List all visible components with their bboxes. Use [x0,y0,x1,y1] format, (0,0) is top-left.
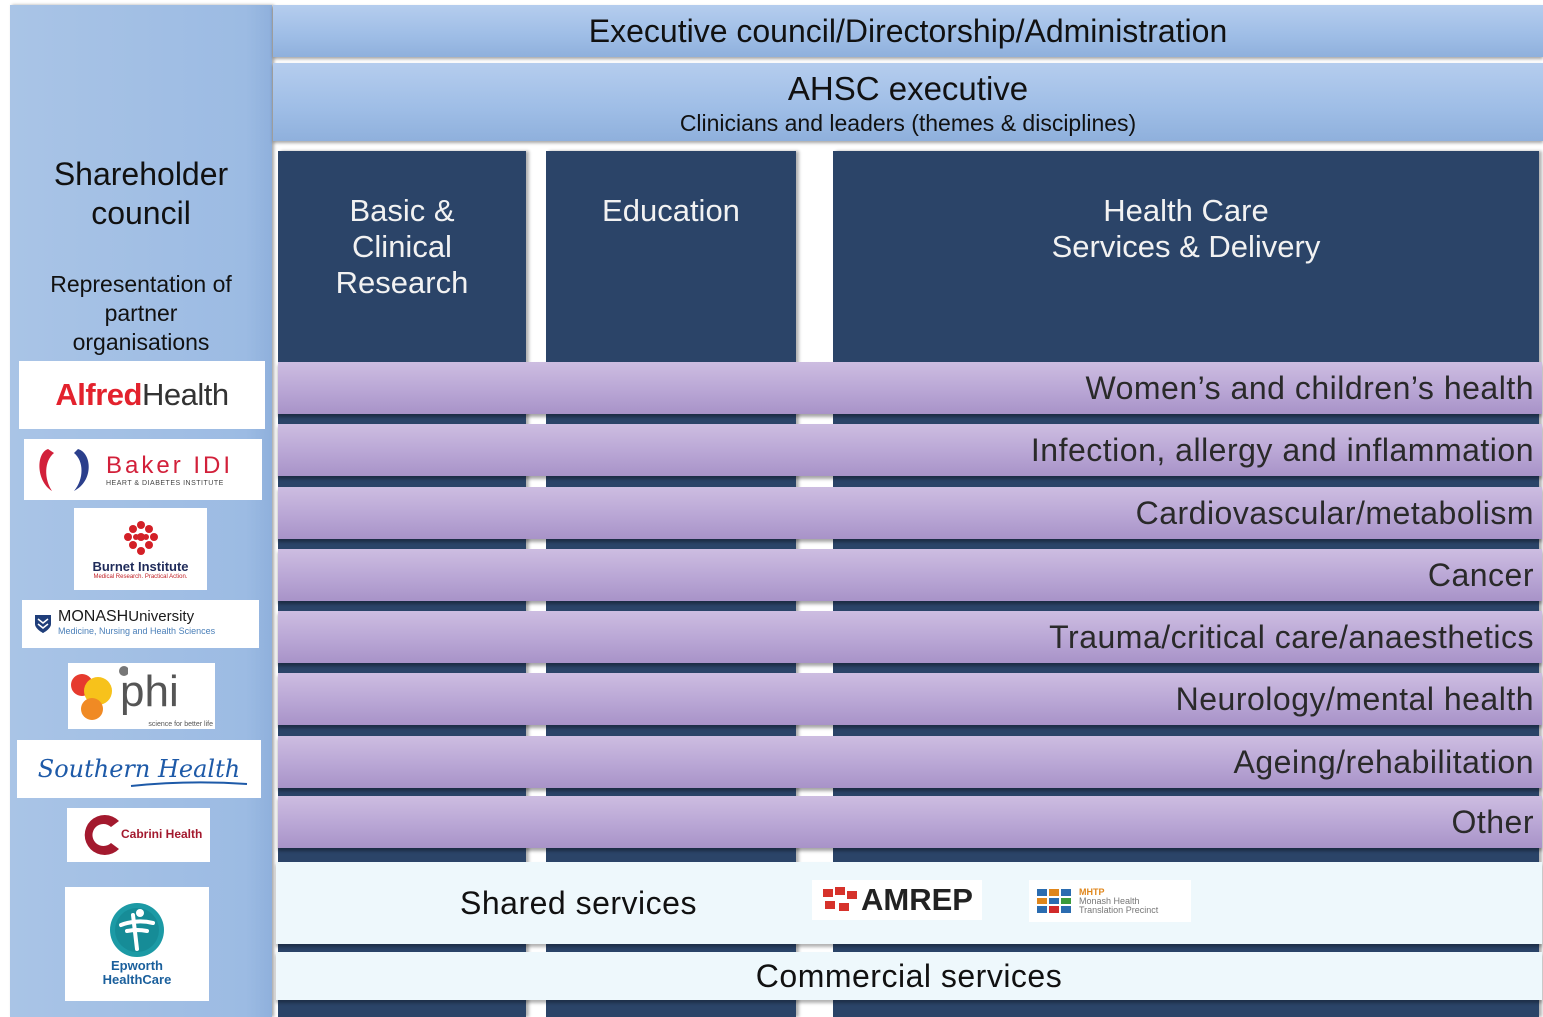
southern-swoosh-icon [130,781,248,787]
epworth-figure-icon [110,903,164,957]
southern-logo-name: Southern Health [37,755,241,783]
monash-logo-tagline: Medicine, Nursing and Health Sciences [58,626,216,636]
cabrini-c-icon [84,815,119,855]
phi-logo-name: phi [120,667,179,716]
baker-heart-icon [39,448,89,491]
cabrini-health-logo: Cabrini Health [67,808,210,862]
epworth-healthcare-logo: Epworth HealthCare [65,887,209,1001]
theme-other: Other [278,796,1542,848]
mhtp-logo-abbr: MHTP [1079,886,1105,897]
baker-logo-tagline: HEART & DIABETES INSTITUTE [106,480,224,487]
phi-logo-tagline: science for better life [148,721,213,728]
commercial-services-bar: Commercial services [276,952,1542,1000]
column-healthcare-line1: Health Care [1103,193,1269,228]
theme-womens-childrens-health: Women’s and children’s health [278,362,1542,414]
mhtp-grid-icon [1037,889,1071,913]
shareholder-subtitle-line3: organisations [72,329,210,355]
shareholder-title: Shareholder council [10,155,272,233]
southern-health-logo: Southern Health [17,740,261,798]
column-healthcare-line2: Services & Delivery [1051,229,1321,264]
burnet-logo-tagline: Medical Research. Practical Action. [93,573,188,580]
phi-blobs-icon [71,666,128,720]
shareholder-subtitle-line2: partner [104,300,178,326]
epworth-logo-line2: HealthCare [102,972,172,987]
epworth-logo-line1: Epworth [111,958,163,973]
shared-services-label: Shared services [460,885,697,921]
alfred-logo-part2: Health [141,377,229,412]
theme-cancer: Cancer [278,549,1542,601]
baker-idi-logo: Baker IDI HEART & DIABETES INSTITUTE [24,439,262,500]
shareholder-subtitle-line1: Representation of [50,271,232,297]
ahsc-executive-bar [273,63,1543,141]
cabrini-logo-name: Cabrini Health [121,827,203,841]
baker-logo-name: Baker IDI [106,452,234,479]
burnet-logo-name: Burnet Institute [92,558,189,574]
column-research-line1: Basic & [349,193,455,228]
shareholder-title-line2: council [91,195,191,231]
shareholder-subtitle: Representation of partner organisations [10,270,272,357]
column-research-line2: Clinical [352,229,452,264]
mhtp-logo-line1: Monash Health [1079,895,1140,906]
shareholder-title-line1: Shareholder [53,156,229,192]
theme-cardiovascular-metabolism: Cardiovascular/metabolism [278,487,1542,539]
column-education-line1: Education [602,193,740,228]
mhtp-logo-line2: Translation Precinct [1079,904,1159,915]
theme-ageing-rehabilitation: Ageing/rehabilitation [278,736,1542,788]
ahsc-executive-subtitle: Clinicians and leaders (themes & discipl… [679,110,1137,136]
theme-infection-allergy-inflammation: Infection, allergy and inflammation [278,424,1542,476]
monash-logo-name1: MONASH [58,608,129,625]
amrep-logo: AMREP [812,880,982,920]
amrep-logo-name: AMREP [861,882,973,917]
monash-university-logo: MONASHUniversity Medicine, Nursing and H… [22,600,259,648]
mhtp-logo: MHTP Monash Health Translation Precinct [1029,880,1191,922]
monash-logo-name2: University [128,608,195,625]
phi-logo: phi science for better life [68,663,215,729]
column-research-line3: Research [335,265,469,300]
burnet-dots-icon [123,520,158,555]
alfred-logo-part1: Alfred [55,377,142,412]
executive-council-bar: Executive council/Directorship/Administr… [273,5,1543,57]
theme-trauma-critical-care: Trauma/critical care/anaesthetics [278,611,1542,663]
amrep-star-icon [823,887,858,911]
burnet-institute-logo: Burnet Institute Medical Research. Pract… [74,508,207,590]
monash-crest-icon [35,615,51,633]
theme-neurology-mental-health: Neurology/mental health [278,673,1542,725]
ahsc-executive-title: AHSC executive [787,70,1029,107]
